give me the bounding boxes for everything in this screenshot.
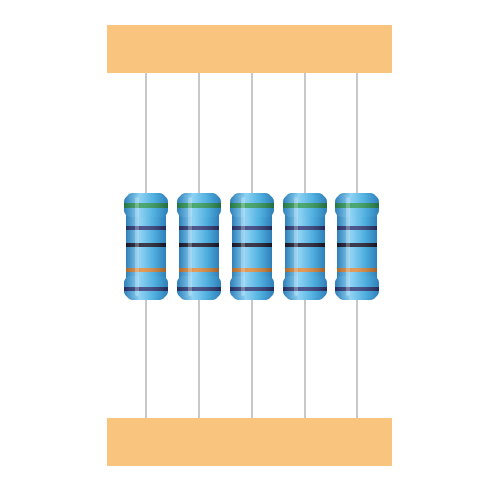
resistor-band-shade xyxy=(126,226,166,230)
resistor-band-shade xyxy=(337,226,377,230)
resistor-band-shade xyxy=(335,287,379,291)
resistor-band-shade xyxy=(126,268,166,272)
resistor-highlight xyxy=(294,197,298,296)
top-tape xyxy=(107,25,392,73)
resistor-band-shade xyxy=(285,243,325,247)
resistor-band-shade xyxy=(230,203,274,208)
resistor-band-shade xyxy=(179,243,219,247)
resistor-highlight xyxy=(188,197,192,296)
resistor xyxy=(177,73,221,418)
resistor xyxy=(335,73,379,418)
resistor-band-shade xyxy=(126,243,166,247)
resistor-band-shade xyxy=(232,268,272,272)
resistor xyxy=(283,73,327,418)
resistor-band-shade xyxy=(177,203,221,208)
resistor-band-shade xyxy=(179,268,219,272)
resistor-highlight xyxy=(135,197,139,296)
resistor-band-shade xyxy=(179,226,219,230)
resistor-band-shade xyxy=(230,287,274,291)
resistor-band-shade xyxy=(177,287,221,291)
resistor xyxy=(230,73,274,418)
resistor-band-shade xyxy=(285,226,325,230)
resistor-highlight xyxy=(241,197,245,296)
bottom-tape xyxy=(107,418,392,466)
resistor-band-shade xyxy=(335,203,379,208)
resistor-band-shade xyxy=(124,287,168,291)
resistor-highlight xyxy=(346,197,350,296)
resistor xyxy=(124,73,168,418)
resistor-band-shade xyxy=(285,268,325,272)
resistor-band-shade xyxy=(337,243,377,247)
resistor-band-shade xyxy=(232,243,272,247)
resistor-band-shade xyxy=(232,226,272,230)
resistor-band-shade xyxy=(337,268,377,272)
resistor-band-shade xyxy=(283,203,327,208)
resistor-band-shade xyxy=(124,203,168,208)
resistor-band-shade xyxy=(283,287,327,291)
